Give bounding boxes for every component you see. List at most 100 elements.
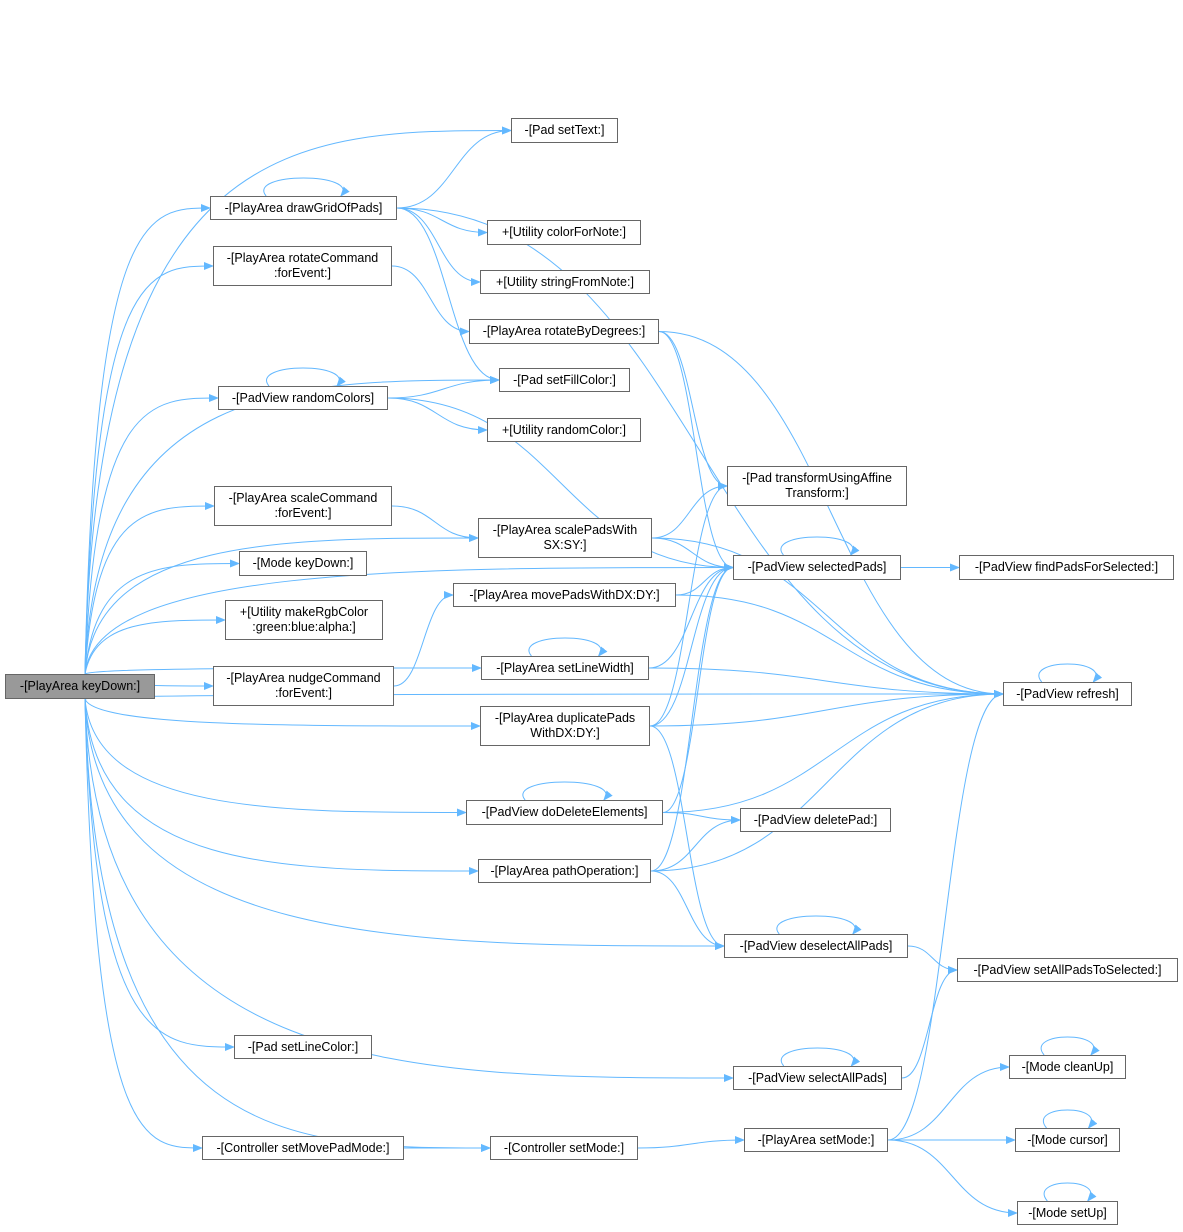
edge-selectAll-to-selectAll <box>780 1047 861 1067</box>
node-color-for-note[interactable]: +[Utility colorForNote:] <box>487 220 641 245</box>
node-set-line-width[interactable]: -[PlayArea setLineWidth] <box>481 656 649 680</box>
node-find-pads[interactable]: -[PadView findPadsForSelected:] <box>959 555 1174 580</box>
node-label: -[PadView refresh] <box>1016 686 1119 701</box>
node-label: -[Mode cursor] <box>1027 1132 1108 1147</box>
node-label: :forEvent:] <box>275 686 332 700</box>
node-refresh[interactable]: -[PadView refresh] <box>1003 682 1132 706</box>
edge-keyDown-to-drawGrid <box>84 204 211 675</box>
edge-deselectAll-to-setAllSelected <box>907 945 958 974</box>
node-make-rgb[interactable]: +[Utility makeRgbColor:green:blue:alpha:… <box>225 600 383 640</box>
edge-keyDown-to-deselectAll <box>84 698 725 950</box>
node-label: -[Pad setFillColor:] <box>513 372 616 387</box>
edge-setUp-to-setUp <box>1043 1182 1097 1202</box>
node-path-operation[interactable]: -[PlayArea pathOperation:] <box>478 859 651 883</box>
edge-keyDown-to-randomColors <box>84 394 219 675</box>
node-random-color[interactable]: +[Utility randomColor:] <box>487 418 641 442</box>
node-label: -[PlayArea scaleCommand <box>228 491 378 505</box>
node-set-fill-color[interactable]: -[Pad setFillColor:] <box>499 368 630 392</box>
node-key-down[interactable]: -[PlayArea keyDown:] <box>5 674 155 699</box>
node-delete-pad[interactable]: -[PadView deletePad:] <box>740 808 891 832</box>
edge-keyDown-to-selectedPads <box>84 563 734 675</box>
node-random-colors[interactable]: -[PadView randomColors] <box>218 386 388 410</box>
node-deselect-all[interactable]: -[PadView deselectAllPads] <box>724 934 908 958</box>
node-clean-up[interactable]: -[Mode cleanUp] <box>1009 1055 1126 1079</box>
edge-duplicatePads-to-selectedPads <box>649 563 734 727</box>
node-label: -[PlayArea setLineWidth] <box>496 660 634 675</box>
node-label: Transform:] <box>785 486 849 500</box>
node-pa-set-mode[interactable]: -[PlayArea setMode:] <box>744 1128 888 1152</box>
edge-pathOperation-to-deletePad <box>650 816 741 872</box>
node-label: -[PadView selectAllPads] <box>748 1070 887 1085</box>
node-move-pads[interactable]: -[PlayArea movePadsWithDX:DY:] <box>453 583 676 607</box>
edge-rotateCommand-to-rotateByDegrees <box>391 265 470 336</box>
edge-keyDown-to-doDelete <box>84 698 467 817</box>
node-label: -[PadView doDeleteElements] <box>481 805 648 819</box>
edge-scalePads-to-refresh <box>651 537 1004 698</box>
edge-pathOperation-to-refresh <box>650 690 1004 872</box>
edge-keyDown-to-modeKeyDown <box>84 559 240 675</box>
edge-randomColors-to-setFillColor <box>387 376 500 399</box>
node-label: -[PadView findPadsForSelected:] <box>974 560 1159 574</box>
edge-duplicatePads-to-transform <box>649 482 728 727</box>
node-label: +[Utility randomColor:] <box>502 422 626 437</box>
edge-randomColors-to-randomColors <box>266 367 346 387</box>
edge-rotateByDegrees-to-transform <box>658 331 728 490</box>
node-label: -[Controller setMode:] <box>503 1140 625 1155</box>
node-set-up[interactable]: -[Mode setUp] <box>1017 1201 1118 1225</box>
node-cursor[interactable]: -[Mode cursor] <box>1015 1128 1120 1152</box>
node-label: -[PlayArea keyDown:] <box>19 679 141 693</box>
edge-paSetMode-to-cleanUp <box>887 1063 1010 1141</box>
edge-doDelete-to-refresh <box>662 690 1004 813</box>
edge-duplicatePads-to-refresh <box>649 690 1004 727</box>
node-set-move-pad-mode[interactable]: -[Controller setMovePadMode:] <box>202 1136 404 1160</box>
node-label: -[PlayArea scalePadsWith <box>492 523 638 537</box>
edge-drawGrid-to-drawGrid <box>263 177 350 197</box>
node-label: -[PlayArea drawGridOfPads] <box>224 200 383 215</box>
node-do-delete[interactable]: -[PadView doDeleteElements] <box>466 800 663 825</box>
node-string-from-note[interactable]: +[Utility stringFromNote:] <box>480 270 650 294</box>
node-selected-pads[interactable]: -[PadView selectedPads] <box>733 555 901 580</box>
node-label: :forEvent:] <box>274 266 331 280</box>
node-rotate-by-degrees[interactable]: -[PlayArea rotateByDegrees:] <box>469 319 659 344</box>
node-label: :green:blue:alpha:] <box>252 620 356 634</box>
node-ctrl-set-mode[interactable]: -[Controller setMode:] <box>490 1136 638 1160</box>
node-label: -[Pad transformUsingAffine <box>742 471 892 485</box>
node-label: -[PlayArea setMode:] <box>757 1132 875 1147</box>
node-select-all[interactable]: -[PadView selectAllPads] <box>733 1066 902 1090</box>
node-draw-grid[interactable]: -[PlayArea drawGridOfPads] <box>210 196 397 220</box>
edge-paSetMode-to-setUp <box>887 1139 1018 1217</box>
node-set-all-selected[interactable]: -[PadView setAllPadsToSelected:] <box>957 958 1178 982</box>
edge-scalePads-to-transform <box>651 482 728 539</box>
node-label: +[Utility makeRgbColor <box>239 605 369 619</box>
edge-paSetMode-to-refresh <box>887 690 1004 1141</box>
edge-keyDown-to-duplicatePads <box>84 698 481 730</box>
node-set-line-color[interactable]: -[Pad setLineColor:] <box>234 1035 372 1059</box>
node-label: -[PlayArea rotateByDegrees:] <box>482 324 646 338</box>
edge-ctrlSetMode-to-paSetMode <box>637 1136 745 1149</box>
edge-keyDown-to-ctrlSetMode <box>84 698 491 1152</box>
edge-selectAll-to-setAllSelected <box>901 966 958 1079</box>
edge-randomColors-to-selectedPads <box>387 397 734 572</box>
node-label: -[PlayArea duplicatePads <box>494 711 636 725</box>
node-set-text[interactable]: -[Pad setText:] <box>511 118 618 143</box>
edge-setLineWidth-to-setLineWidth <box>528 637 608 657</box>
node-nudge-command[interactable]: -[PlayArea nudgeCommand:forEvent:] <box>213 666 394 706</box>
node-label: +[Utility stringFromNote:] <box>496 274 634 289</box>
node-label: -[Mode cleanUp] <box>1021 1059 1114 1074</box>
node-scale-command[interactable]: -[PlayArea scaleCommand:forEvent:] <box>214 486 392 526</box>
node-mode-key-down[interactable]: -[Mode keyDown:] <box>239 551 367 576</box>
node-label: -[PadView deselectAllPads] <box>739 938 893 953</box>
edge-keyDown-to-scalePads <box>84 534 479 675</box>
node-label: -[Pad setText:] <box>524 123 605 137</box>
node-label: -[Mode keyDown:] <box>252 556 354 570</box>
edge-keyDown-to-setLineWidth <box>84 664 482 675</box>
edge-drawGrid-to-stringFromNote <box>396 207 481 286</box>
node-rotate-command[interactable]: -[PlayArea rotateCommand:forEvent:] <box>213 246 392 286</box>
node-label: :forEvent:] <box>274 506 332 520</box>
edge-setLineWidth-to-refresh <box>648 667 1004 698</box>
